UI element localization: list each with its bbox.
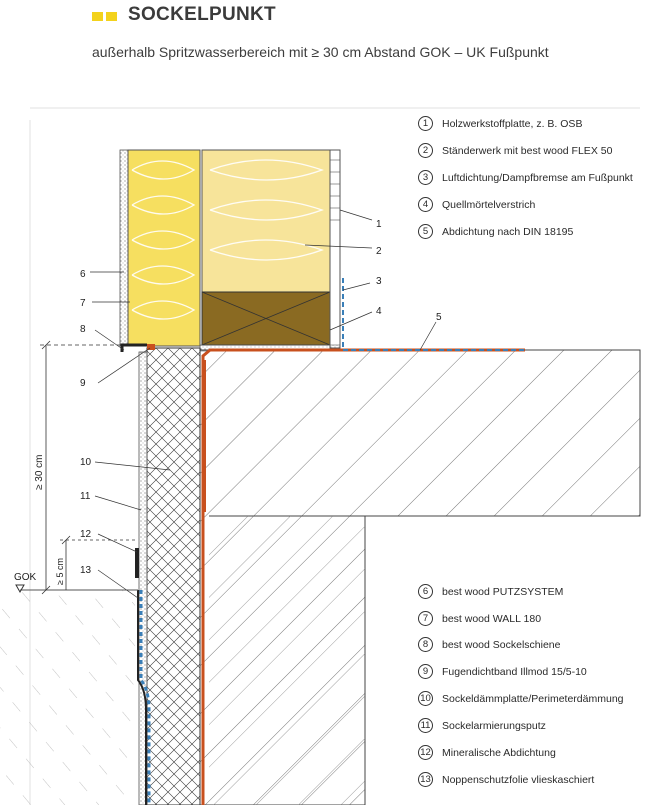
soil [0,590,135,805]
legend-item-6: 6 best wood PUTZSYSTEM [418,584,563,599]
leader-lines [90,209,437,599]
label-4: 4 [376,306,382,317]
legend-number: 4 [418,197,433,212]
gok-marker [15,584,25,594]
air-barrier [342,278,525,351]
wall-insulation [127,149,331,347]
legend-number: 11 [418,718,433,733]
legend-number: 13 [418,772,433,787]
label-6: 6 [80,269,86,280]
dim-5-label: ≥ 5 cm [55,558,65,585]
gok-label: GOK [14,572,37,583]
render-layer [119,149,129,347]
legend-text: best wood WALL 180 [442,612,542,625]
legend-number: 7 [418,611,433,626]
label-1: 1 [376,219,382,230]
label-8: 8 [80,324,86,335]
legend-text: Sockeldämmplatte/Perimeterdämmung [442,692,624,705]
plinth-rail [120,343,147,352]
legend-item-12: 12 Mineralische Abdichtung [418,745,556,760]
page-title: SOCKELPUNKT [128,4,276,25]
legend-number: 12 [418,745,433,760]
sealing-tape [147,344,155,350]
legend-item-9: 9 Fugendichtband Illmod 15/5-10 [418,664,587,679]
legend-item-10: 10 Sockeldämmplatte/Perimeterdämmung [418,691,624,706]
legend-number: 9 [418,664,433,679]
legend-text: Sockelarmierungsputz [442,719,546,732]
legend-text: Luftdichtung/Dampfbremse am Fußpunkt [442,171,633,184]
label-2: 2 [376,246,382,257]
legend-item-8: 8 best wood Sockelschiene [418,637,561,652]
label-5: 5 [436,312,442,323]
timber-sole-plate [201,291,331,346]
legend-number: 5 [418,224,433,239]
legend-item-2: 2 Ständerwerk mit best wood FLEX 50 [418,143,612,158]
legend-text: best wood PUTZSYSTEM [442,585,564,598]
concrete-slab [199,349,641,805]
legend-text: Fugendichtband Illmod 15/5-10 [442,665,587,678]
label-3: 3 [376,276,382,287]
label-9: 9 [80,378,86,389]
legend-text: Noppenschutzfolie vlieskaschiert [442,773,595,786]
label-12: 12 [80,529,92,540]
osb-hatch [330,159,340,221]
legend-item-3: 3 Luftdichtung/Dampfbremse am Fußpunkt [418,170,633,185]
mineral-seal [135,548,139,578]
legend-number: 10 [418,691,433,706]
legend-number: 3 [418,170,433,185]
dimple-sheet-outline [137,590,147,805]
legend-text: Abdichtung nach DIN 18195 [442,225,574,238]
label-13: 13 [80,565,92,576]
legend-item-13: 13 Noppenschutzfolie vlieskaschiert [418,772,594,787]
legend-number: 2 [418,143,433,158]
legend-item-4: 4 Quellmörtelverstrich [418,197,535,212]
legend-text: Mineralische Abdichtung [442,746,556,759]
legend-number: 6 [418,584,433,599]
label-11: 11 [80,491,91,502]
plinth-render [138,351,148,805]
label-7: 7 [80,298,86,309]
legend-item-1: 1 Holzwerkstoffplatte, z. B. OSB [418,116,582,131]
legend-text: Holzwerkstoffplatte, z. B. OSB [442,117,583,130]
legend-text: Ständerwerk mit best wood FLEX 50 [442,144,613,157]
legend-item-7: 7 best wood WALL 180 [418,611,541,626]
legend-item-5: 5 Abdichtung nach DIN 18195 [418,224,573,239]
legend-number: 1 [418,116,433,131]
dim-30-label: ≥ 30 cm [34,455,45,491]
osb-board [329,149,341,349]
legend-number: 8 [418,637,433,652]
dimension-lines [40,340,135,595]
page-subtitle: außerhalb Spritzwasserbereich mit ≥ 30 c… [92,44,549,60]
legend-text: best wood Sockelschiene [442,638,561,651]
label-10: 10 [80,457,92,468]
header-accent-squares [92,12,117,21]
legend-text: Quellmörtelverstrich [442,198,536,211]
legend-item-11: 11 Sockelarmierungsputz [418,718,546,733]
dimple-sheet [139,590,151,805]
plinth-insulation [146,347,201,805]
